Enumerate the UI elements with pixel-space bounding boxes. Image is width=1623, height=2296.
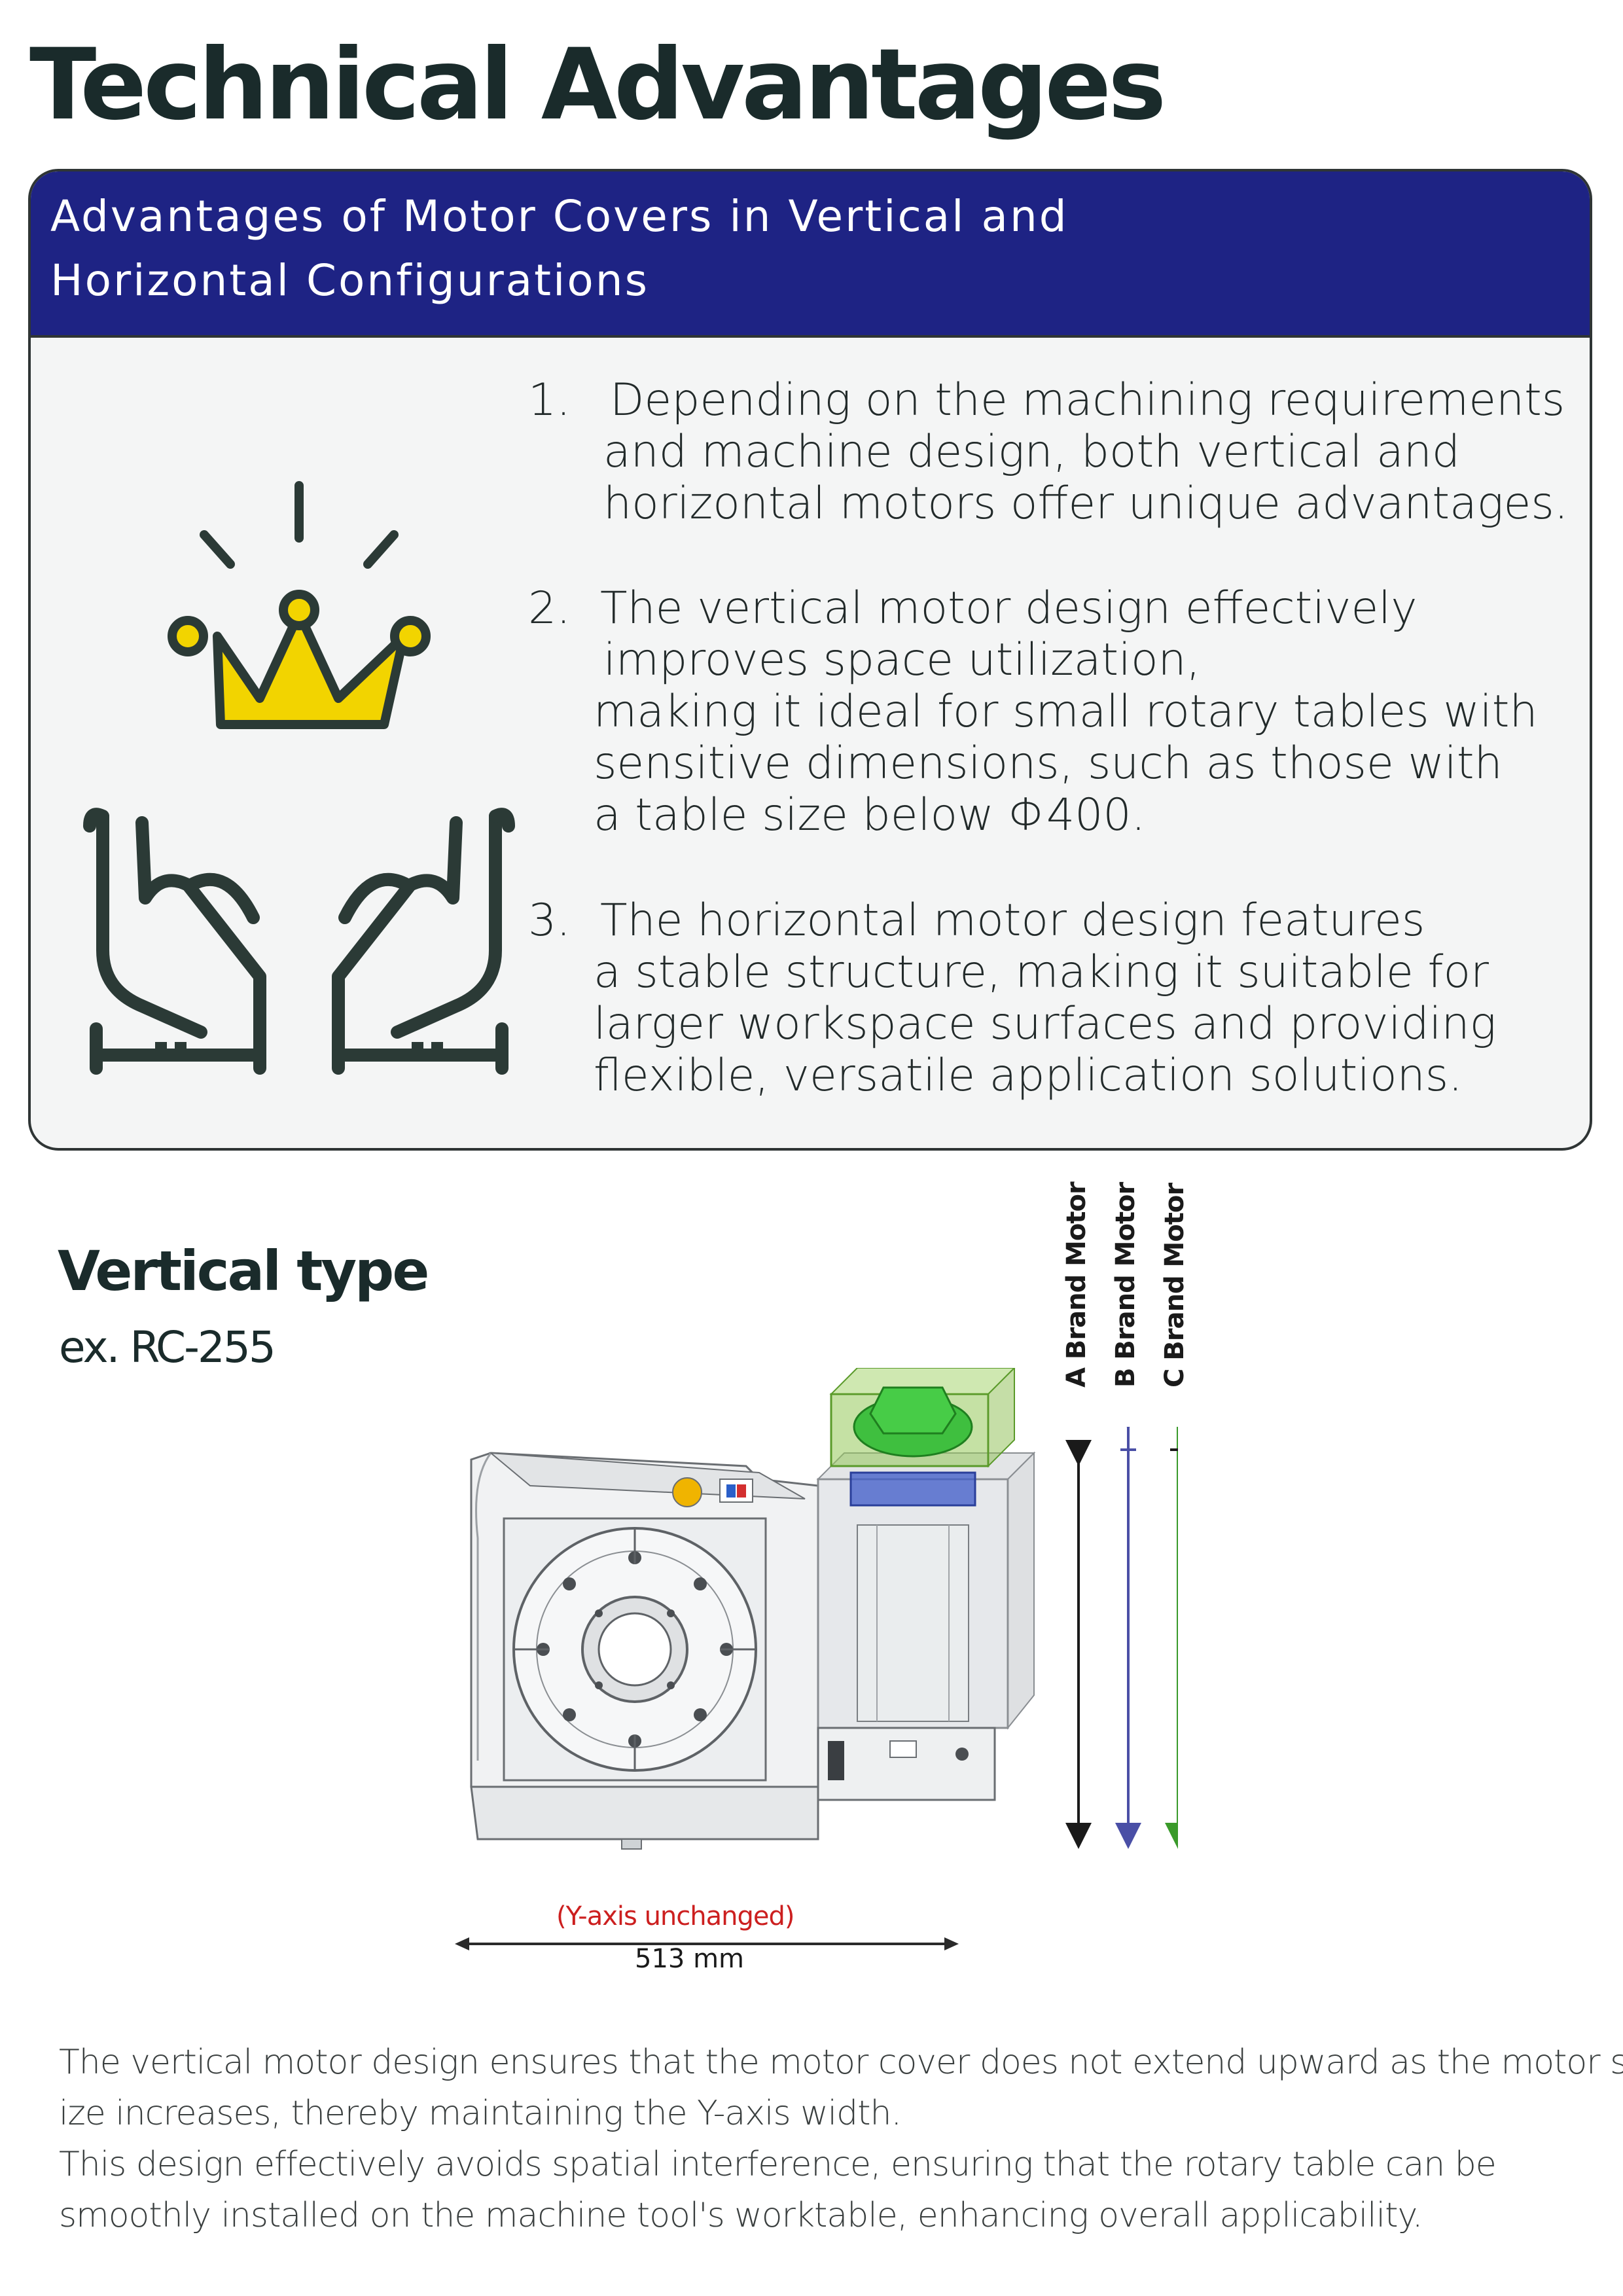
advantage-number: 3. bbox=[528, 895, 571, 946]
advantage-text-line: Depending on the machining requirements bbox=[610, 374, 1565, 426]
advantage-text-line: improves space utilization, bbox=[603, 634, 1201, 686]
advantage-number: 1. bbox=[528, 374, 571, 426]
section-title: Vertical type bbox=[58, 1239, 429, 1303]
motor-height-arrows bbox=[1065, 1427, 1178, 1849]
description-line: smoothly installed on the machine tool's… bbox=[59, 2196, 1423, 2235]
advantage-text-line: making it ideal for small rotary tables … bbox=[594, 686, 1538, 738]
advantage-text-line: a stable structure, making it suitable f… bbox=[594, 946, 1489, 998]
card-header-line-1: Advantages of Motor Covers in Vertical a… bbox=[50, 191, 1069, 242]
advantage-text-line: and machine design, both vertical and bbox=[603, 426, 1461, 478]
width-dimension-label: 513 mm bbox=[635, 1944, 744, 1974]
motor-label-a: A Brand Motor bbox=[1061, 1182, 1092, 1388]
advantage-item-1: 1. Depending on the machining requiremen… bbox=[528, 374, 1568, 529]
page-title: Technical Advantages bbox=[29, 28, 1166, 142]
model-example: ex. RC-255 bbox=[59, 1322, 276, 1372]
advantage-text-line: The vertical motor design effectively bbox=[600, 583, 1418, 634]
advantage-text-line: sensitive dimensions, such as those with bbox=[594, 738, 1503, 789]
crown-in-hands-icon bbox=[83, 481, 515, 1075]
advantage-number: 2. bbox=[528, 583, 571, 634]
motor-label-c: C Brand Motor bbox=[1160, 1183, 1190, 1388]
advantage-item-3: 3. The horizontal motor design features … bbox=[528, 895, 1496, 1102]
advantage-text-line: horizontal motors offer unique advantage… bbox=[603, 478, 1569, 529]
description-line: This design effectively avoids spatial i… bbox=[59, 2145, 1497, 2184]
description-line: ize increases, thereby maintaining the Y… bbox=[59, 2094, 902, 2133]
advantage-text-line: The horizontal motor design features bbox=[600, 895, 1425, 946]
motor-label-b: B Brand Motor bbox=[1111, 1182, 1141, 1388]
width-dimension-arrow bbox=[455, 1937, 959, 1950]
y-axis-note: (Y-axis unchanged) bbox=[556, 1901, 794, 1931]
description-line: The vertical motor design ensures that t… bbox=[59, 2043, 1623, 2082]
advantage-item-2: 2. The vertical motor design effectively… bbox=[528, 583, 1538, 841]
card-header-line-2: Horizontal Configurations bbox=[50, 255, 649, 306]
advantage-text-line: a table size below Φ400. bbox=[594, 789, 1146, 841]
rotary-table-drawing bbox=[470, 1368, 1036, 1850]
advantage-text-line: larger workspace surfaces and providing bbox=[594, 998, 1497, 1050]
advantages-card: Advantages of Motor Covers in Vertical a… bbox=[28, 169, 1592, 1151]
card-header: Advantages of Motor Covers in Vertical a… bbox=[31, 171, 1590, 338]
advantage-text-line: flexible, versatile application solution… bbox=[594, 1050, 1463, 1102]
